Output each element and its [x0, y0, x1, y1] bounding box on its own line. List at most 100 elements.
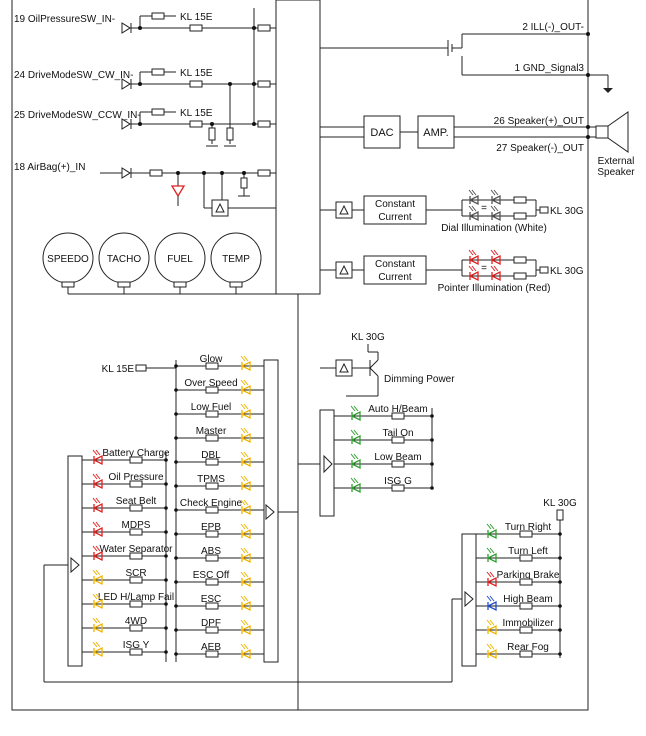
constant-current-driver	[363, 255, 427, 285]
indicator-led-icon	[486, 619, 497, 636]
left-indicator-row: 4WD	[82, 616, 168, 634]
indicator-led-icon	[486, 643, 497, 660]
illumination-led-icon	[468, 205, 479, 222]
input-label: 19 OilPressureSW_IN-	[14, 14, 115, 25]
indicator-label: Tail On	[382, 428, 413, 439]
indicator-label: AEB	[201, 642, 221, 653]
indicator-label: TPMS	[197, 474, 225, 485]
indicator-led-icon	[240, 547, 251, 564]
driver-label: Current	[378, 272, 412, 283]
gauge-speedo: SPEEDO	[42, 232, 94, 294]
gauge-label: TACHO	[107, 254, 141, 265]
gauge-group: SPEEDO TACHO FUEL TEMP	[42, 232, 276, 295]
left-indicator-row: Oil Pressure	[82, 472, 168, 490]
illumination-caption: Dial Illumination (White)	[441, 223, 547, 234]
speaker-caption-line1: External	[598, 156, 635, 167]
left-indicator-row: Battery Charge	[82, 448, 170, 466]
indicator-led-icon	[92, 497, 103, 514]
driver-label: Constant	[375, 259, 415, 270]
indicator-label: Low Beam	[374, 452, 421, 463]
indicator-led-icon	[92, 545, 103, 562]
indicator-label: DPF	[201, 618, 221, 629]
indicator-label: High Beam	[503, 594, 552, 605]
left-indicator-row: SCR	[82, 568, 168, 586]
dimming-supply-label: KL 30G	[351, 332, 385, 343]
indicator-led-icon	[486, 571, 497, 588]
indicator-led-icon	[92, 473, 103, 490]
indicator-label: Seat Belt	[116, 496, 157, 507]
indicator-led-icon	[486, 523, 497, 540]
illumination-supply-label: KL 30G	[550, 266, 584, 277]
center-indicator-row: ABS	[174, 546, 264, 564]
indicator-label: Water Separator	[100, 544, 174, 555]
indicator-led-icon	[240, 499, 251, 516]
indicator-led-icon	[350, 429, 361, 446]
illumination-led-icon	[468, 189, 479, 206]
speaker-neg-label: 27 Speaker(-)_OUT	[496, 143, 584, 154]
indicator-label: ESC Off	[193, 570, 230, 581]
indicator-led-icon	[240, 619, 251, 636]
gauge-label: TEMP	[222, 254, 250, 265]
dimming-indicator-row: Tail On	[334, 428, 434, 446]
illumination-led-icon	[490, 189, 501, 206]
right-supply-label: KL 30G	[543, 498, 577, 509]
left-indicator-row: LED H/Lamp Fail	[82, 592, 174, 610]
indicator-led-icon	[240, 403, 251, 420]
input-label: 18 AirBag(+)_IN	[14, 162, 85, 173]
indicator-led-icon	[240, 451, 251, 468]
center-indicator-row: Glow	[174, 354, 264, 372]
center-indicator-row: TPMS	[174, 474, 264, 492]
right-driver-ic	[461, 533, 477, 667]
amp-block	[417, 115, 455, 149]
indicator-led-icon	[240, 595, 251, 612]
constant-current-driver	[363, 195, 427, 225]
illumination-led-icon	[468, 265, 479, 282]
indicator-label: SCR	[125, 568, 146, 579]
indicator-label: ESC	[201, 594, 222, 605]
gauge-tacho: TACHO	[98, 232, 150, 294]
gnd-output-label: 1 GND_Signal3	[515, 63, 585, 74]
right-indicator-row: High Beam	[476, 594, 562, 612]
dac-block	[363, 115, 401, 149]
illumination-led-icon	[468, 249, 479, 266]
indicator-label: Glow	[200, 354, 224, 365]
input-label: 24 DriveModeSW_CW_IN-	[14, 70, 133, 81]
indicator-led-icon	[240, 571, 251, 588]
dac-label: DAC	[370, 127, 393, 139]
center-indicator-row: Check Engine	[174, 498, 264, 516]
svg-text:=: =	[481, 263, 487, 274]
indicator-label: LED H/Lamp Fail	[98, 592, 174, 603]
indicator-label: Parking Brake	[497, 570, 560, 581]
indicator-led-icon	[350, 405, 361, 422]
illumination-led-icon	[490, 265, 501, 282]
dimming-indicator-row: Low Beam	[334, 452, 434, 470]
driver-label: Current	[378, 212, 412, 223]
supply-label: KL 15E	[180, 108, 213, 119]
input-drive-mode-ccw: 25 DriveModeSW_CCW_IN- KL 15E	[14, 84, 276, 147]
input-oil-pressure-sw: 19 OilPressureSW_IN- KL 15E	[14, 8, 276, 34]
indicator-led-icon	[486, 547, 497, 564]
indicator-led-icon	[240, 355, 251, 372]
indicator-led-icon	[92, 569, 103, 586]
dimming-power-label: Dimming Power	[384, 374, 455, 385]
dimming-driver-ic	[319, 409, 335, 517]
indicator-label: Over Speed	[184, 378, 237, 389]
indicator-led-icon	[92, 617, 103, 634]
center-supply-label: KL 15E	[102, 364, 135, 375]
gauge-label: FUEL	[167, 254, 193, 265]
output-section: 2 ILL(-)_OUT- 1 GND_Signal3 DAC AMP. 26 …	[320, 22, 635, 178]
right-indicator-row: Immobilizer	[476, 618, 562, 636]
gauge-label: SPEEDO	[47, 254, 89, 265]
center-indicator-row: ESC	[174, 594, 264, 612]
illumination-led-icon	[490, 205, 501, 222]
input-label: 25 DriveModeSW_CCW_IN-	[14, 110, 141, 121]
speaker-icon	[595, 125, 609, 139]
